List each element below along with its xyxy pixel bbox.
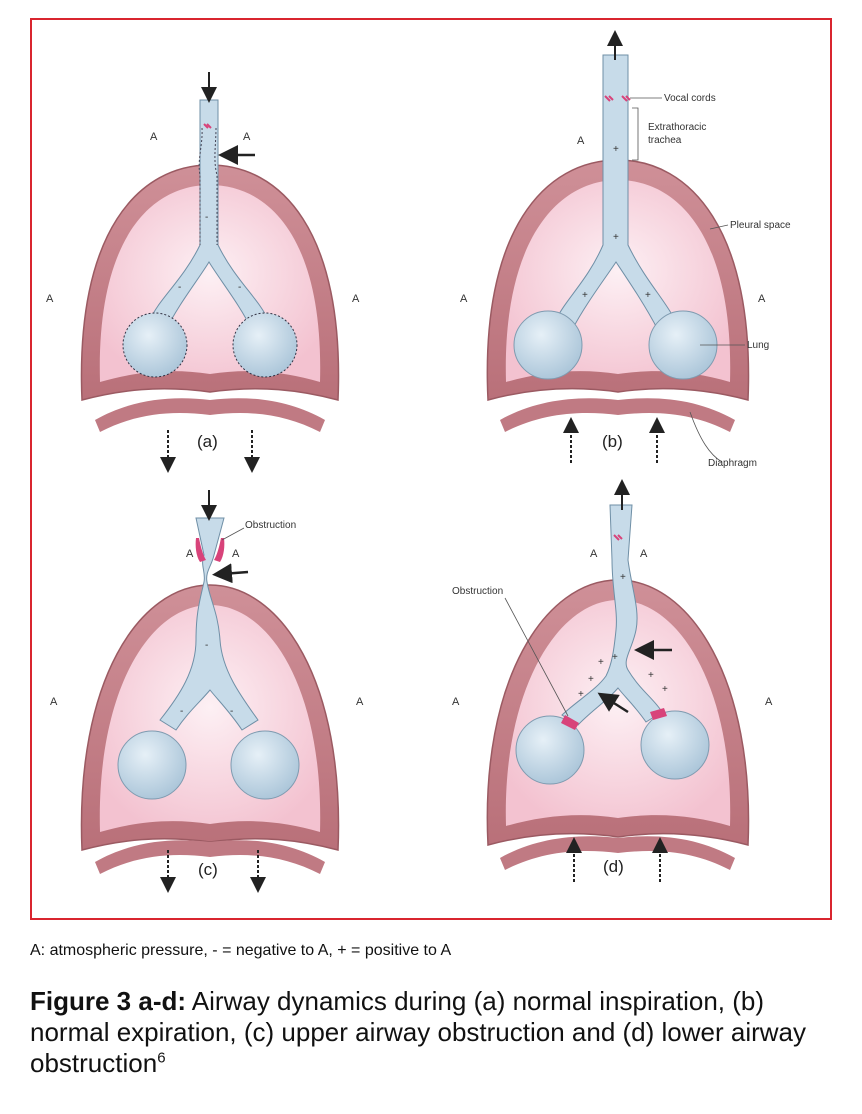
pressure-sign-d-6: + <box>662 684 668 695</box>
pressure-sign-b-trachea: + <box>613 144 619 155</box>
leader-obstruction-c <box>221 527 245 541</box>
pressure-label-b-top-left: A <box>577 135 585 147</box>
pressure-label-d-right: A <box>765 696 773 708</box>
pressure-sign-d-3: + <box>588 674 594 685</box>
airway-c <box>117 517 300 800</box>
pressure-sign-d-4: + <box>578 689 584 700</box>
pressure-label-a-top-left: A <box>150 131 158 143</box>
pressure-sign-a-right-bronchus: - <box>238 282 241 293</box>
pressure-label-a-left: A <box>46 293 54 305</box>
caption-text: Airway dynamics during (a) normal inspir… <box>30 986 806 1078</box>
leader-obstruction-d <box>504 597 569 717</box>
panel-label-d: (d) <box>603 857 624 876</box>
pressure-label-c-left: A <box>50 696 58 708</box>
obstruction-marker-d-left <box>561 715 579 730</box>
panel-a: - - - (a) A A A A <box>46 72 360 473</box>
panel-label-a: (a) <box>197 432 218 451</box>
panel-label-c: (c) <box>198 860 218 879</box>
figure-caption: Figure 3 a-d: Airway dynamics during (a)… <box>30 986 840 1079</box>
panel-b: + + + + (b) A A A Vocal cords Extrathora… <box>460 30 791 469</box>
label-vocal-cords: Vocal cords <box>664 93 716 104</box>
collapse-arrow-c <box>212 563 249 584</box>
pressure-label-a-right: A <box>352 293 360 305</box>
airway-d <box>515 504 710 785</box>
caption-label: Figure 3 a-d: <box>30 986 187 1016</box>
pressure-label-d-top-right: A <box>640 548 648 560</box>
label-lung: Lung <box>747 340 769 351</box>
pressure-sign-b-right: + <box>645 290 651 301</box>
pressure-legend: A: atmospheric pressure, - = negative to… <box>30 942 452 959</box>
pressure-sign-d-2: + <box>612 652 618 663</box>
pressure-sign-c-left: - <box>180 706 183 717</box>
pressure-sign-c-trachea: - <box>205 640 208 651</box>
caption-reference: 6 <box>157 1049 166 1067</box>
compression-arrow-d-lower <box>597 692 629 714</box>
pressure-label-c-top-left: A <box>186 548 194 560</box>
leader-pleural-space <box>709 224 729 230</box>
pressure-sign-d-5: + <box>648 670 654 681</box>
pressure-label-a-top-right: A <box>243 131 251 143</box>
label-obstruction-d: Obstruction <box>452 586 503 597</box>
panel-label-b: (b) <box>602 432 623 451</box>
label-extrathoracic-2: trachea <box>648 135 682 146</box>
pressure-label-c-right: A <box>356 696 364 708</box>
label-diaphragm: Diaphragm <box>708 458 757 469</box>
airway-a <box>122 99 298 378</box>
bracket-extrathoracic <box>632 107 639 161</box>
pressure-label-b-left: A <box>460 293 468 305</box>
obstruction-marker-d-right <box>650 708 667 720</box>
figure-illustration: - - - (a) A A A A + + + + (b) A <box>46 30 791 893</box>
panel-c: - - - (c) A A A A Obstruction <box>50 490 364 893</box>
pressure-sign-a-left-bronchus: - <box>178 282 181 293</box>
pressure-sign-c-right: - <box>230 706 233 717</box>
pressure-label-c-top-right: A <box>232 548 240 560</box>
airway-b <box>513 54 718 380</box>
label-extrathoracic-1: Extrathoracic <box>648 122 706 133</box>
pressure-label-b-right: A <box>758 293 766 305</box>
pressure-sign-b-left: + <box>582 290 588 301</box>
panel-d: + + + + + + + (d) A A A A Obstruction <box>452 479 773 882</box>
label-obstruction-c: Obstruction <box>245 520 296 531</box>
pressure-sign-d-trachea: + <box>620 572 626 583</box>
obstruction-marker-c <box>195 538 225 562</box>
label-pleural-space: Pleural space <box>730 220 791 231</box>
pressure-label-d-top-left: A <box>590 548 598 560</box>
leader-diaphragm <box>689 411 723 463</box>
pressure-sign-a-trachea: - <box>205 212 208 223</box>
pressure-sign-d-1: + <box>598 657 604 668</box>
pressure-label-d-left: A <box>452 696 460 708</box>
pressure-sign-b-carina: + <box>613 232 619 243</box>
